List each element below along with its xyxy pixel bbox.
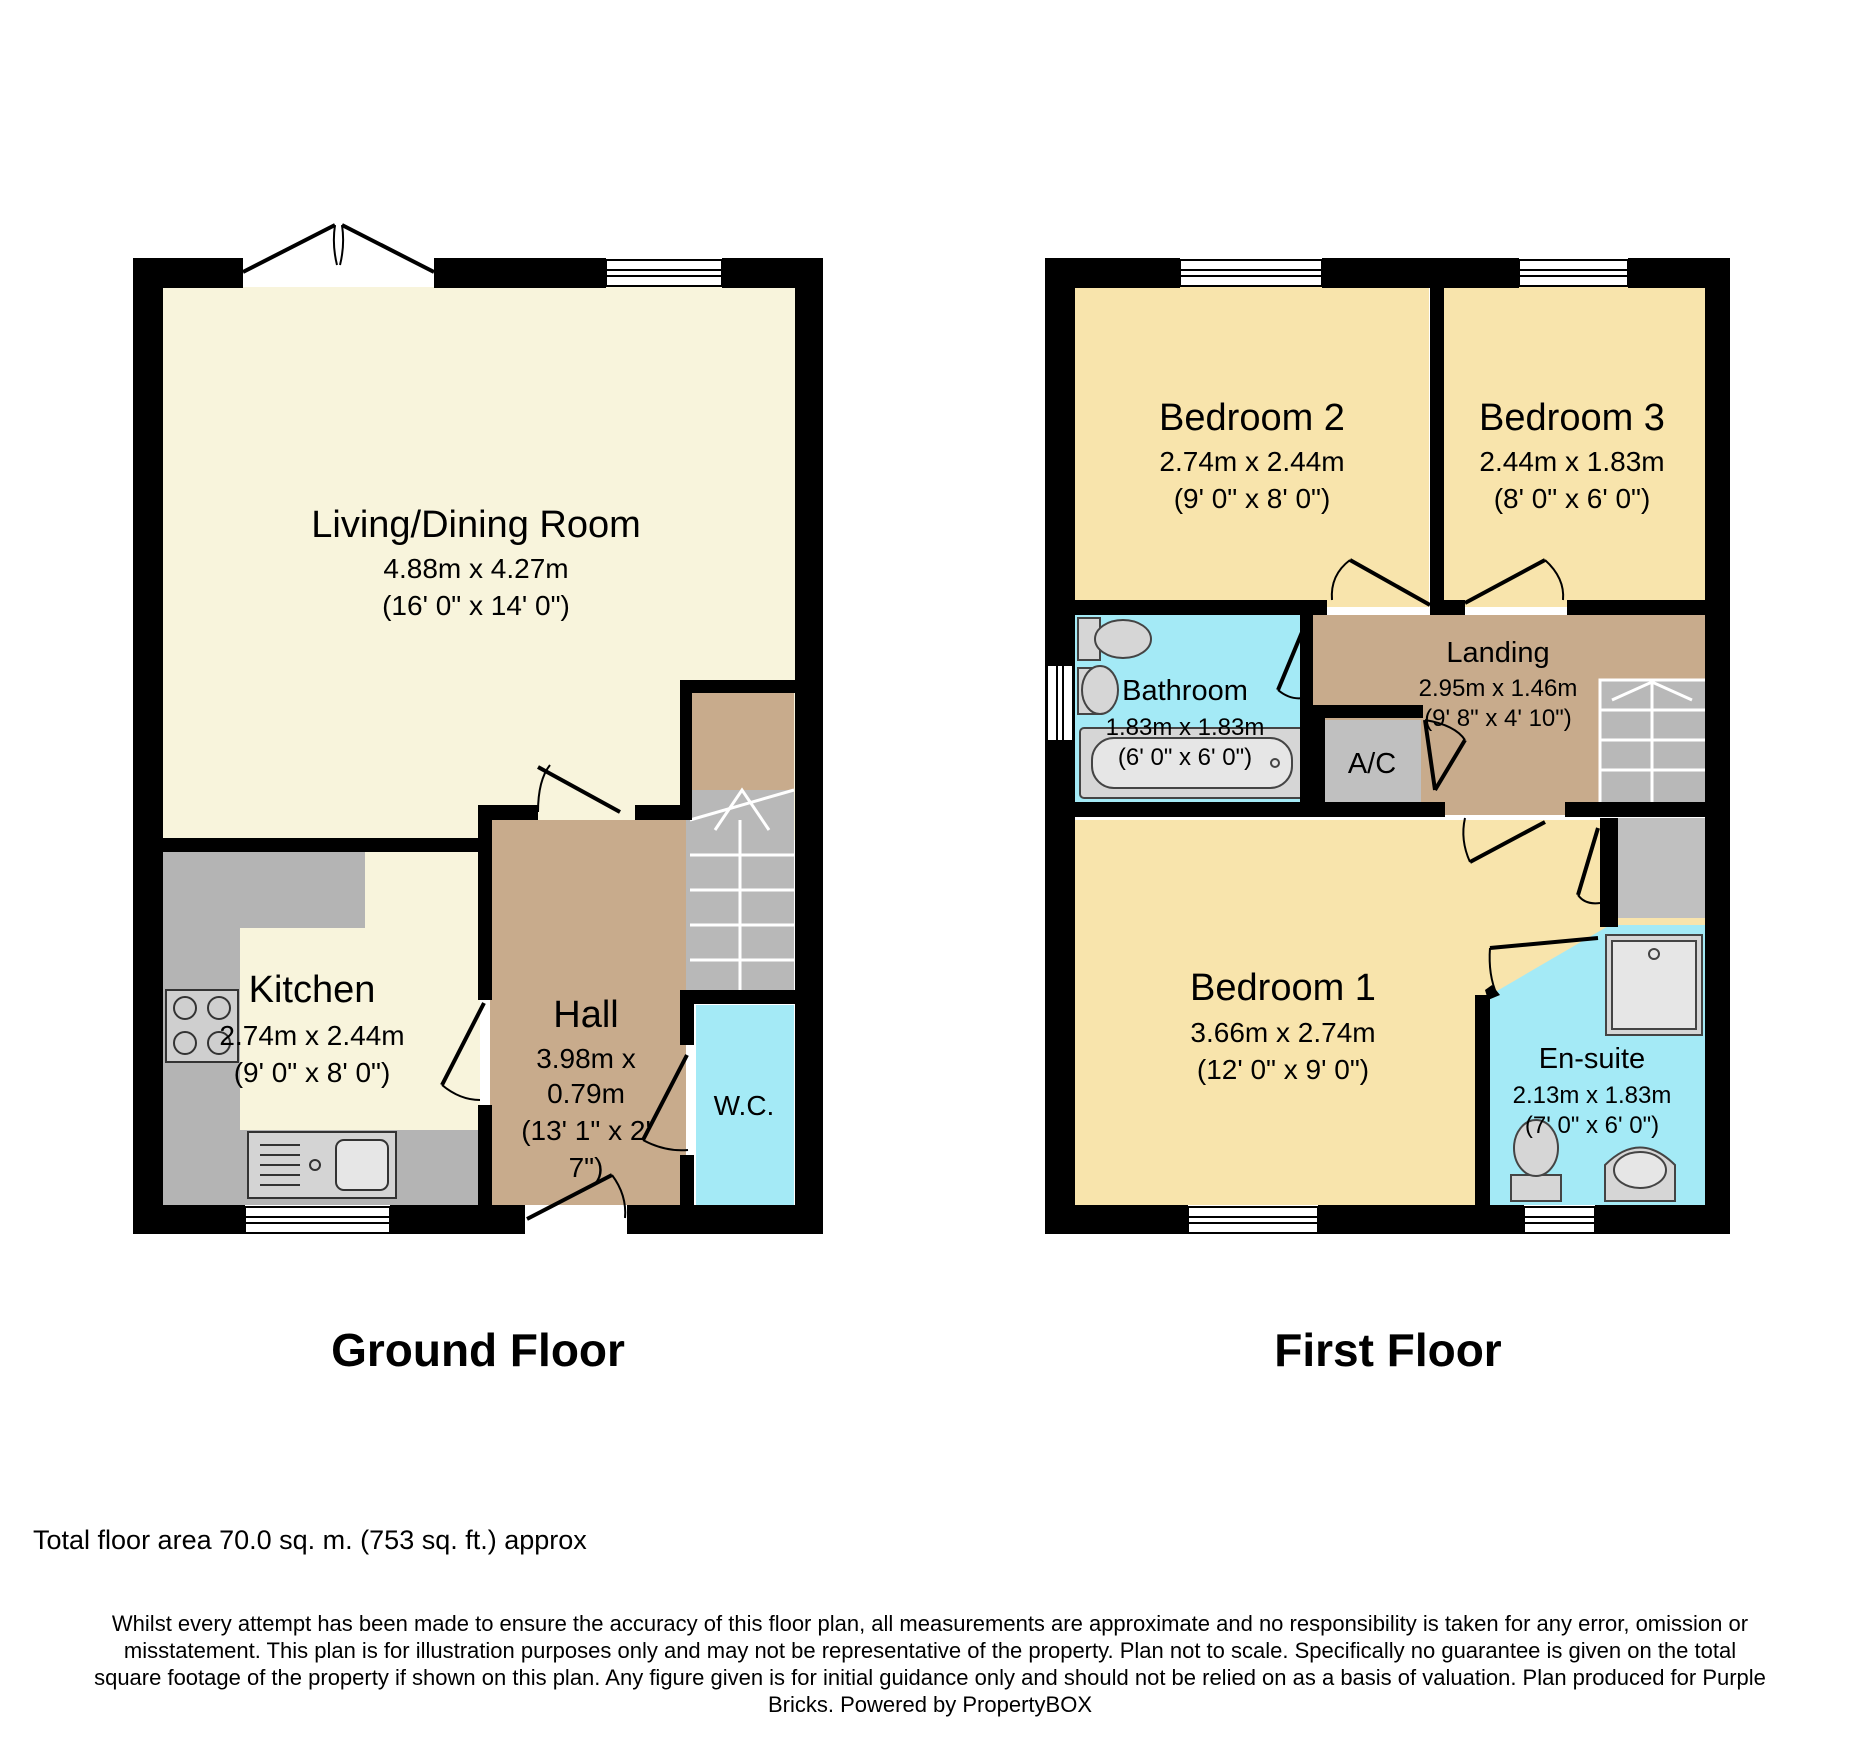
- ground-floor-plan: Living/Dining Room 4.88m x 4.27m (16' 0"…: [133, 223, 823, 1376]
- ac-cupboard: [1323, 720, 1421, 802]
- landing-staircase: [1598, 678, 1709, 807]
- ensuite-toilet: [1510, 1119, 1562, 1202]
- bedroom-3-name: Bedroom 3: [1479, 397, 1665, 439]
- total-floor-area: Total floor area 70.0 sq. m. (753 sq. ft…: [33, 1525, 587, 1555]
- living-room-name: Living/Dining Room: [311, 504, 641, 546]
- ground-floor-windows: [244, 259, 723, 1234]
- ensuite-name: En-suite: [1539, 1043, 1645, 1075]
- ground-floor-doors: [242, 223, 689, 1221]
- bedroom-1-imperial: (12' 0" x 9' 0"): [1197, 1054, 1369, 1085]
- living-room-imperial: (16' 0" x 14' 0"): [382, 590, 570, 621]
- ground-floor-walls: [133, 258, 823, 1234]
- hall-area: [490, 820, 686, 1205]
- disclaimer: Whilst every attempt has been made to en…: [30, 1610, 1830, 1718]
- bedroom-3-area: [1444, 287, 1707, 607]
- hall-metric-line1: 3.98m x: [536, 1043, 636, 1074]
- bedroom-3-imperial: (8' 0" x 6' 0"): [1494, 483, 1651, 514]
- ensuite-imperial: (7' 0" x 6' 0"): [1525, 1112, 1659, 1139]
- ensuite-basin: [1604, 1146, 1676, 1202]
- bath-tub: [1079, 727, 1306, 799]
- bathroom-toilet: [1077, 617, 1152, 715]
- kitchen-name: Kitchen: [249, 969, 376, 1011]
- kitchen-floor-top: [365, 850, 480, 930]
- hob: [165, 989, 239, 1063]
- bedroom-3-metric: 2.44m x 1.83m: [1479, 446, 1664, 477]
- kitchen-metric: 2.74m x 2.44m: [219, 1020, 404, 1051]
- shower-tray: [1605, 934, 1703, 1036]
- hall-imperial-line1: (13' 1" x 2': [521, 1115, 651, 1146]
- bathroom-metric: 1.83m x 1.83m: [1106, 714, 1265, 741]
- bathroom-imperial: (6' 0" x 6' 0"): [1118, 744, 1252, 771]
- ac-name: A/C: [1348, 748, 1396, 780]
- bedroom-2-imperial: (9' 0" x 8' 0"): [1174, 483, 1331, 514]
- kitchen-imperial: (9' 0" x 8' 0"): [234, 1057, 391, 1088]
- kitchen-sink: [247, 1131, 397, 1199]
- wardrobe: [1618, 818, 1707, 918]
- bedroom-2-name: Bedroom 2: [1159, 397, 1345, 439]
- bedroom-1-metric: 3.66m x 2.74m: [1190, 1017, 1375, 1048]
- disclaimer-line-2: misstatement. This plan is for illustrat…: [123, 1638, 1737, 1663]
- disclaimer-line-1: Whilst every attempt has been made to en…: [111, 1611, 1749, 1636]
- bedroom-1-name: Bedroom 1: [1190, 967, 1376, 1009]
- ground-floor-title: Ground Floor: [331, 1324, 625, 1376]
- first-floor-title: First Floor: [1274, 1324, 1502, 1376]
- wc-name: W.C.: [714, 1090, 775, 1121]
- landing-imperial: (9' 8" x 4' 10"): [1424, 705, 1572, 732]
- bedroom-2-area: [1075, 287, 1429, 607]
- understairs-cupboard: [690, 692, 794, 802]
- disclaimer-line-4: Bricks. Powered by PropertyBOX: [767, 1692, 1092, 1717]
- hall-imperial-line2: 7"): [569, 1152, 604, 1183]
- kitchen-floor: [240, 928, 480, 1130]
- bathroom-name: Bathroom: [1122, 675, 1248, 707]
- first-floor-windows: [1046, 259, 1629, 1234]
- disclaimer-line-3: square footage of the property if shown …: [94, 1665, 1766, 1690]
- hall-metric-line2: 0.79m: [547, 1078, 625, 1109]
- first-floor-walls: [1045, 258, 1730, 1234]
- first-floor-plan: Bedroom 2 2.74m x 2.44m (9' 0" x 8' 0") …: [1045, 258, 1730, 1376]
- landing-name: Landing: [1446, 637, 1549, 669]
- living-room-metric: 4.88m x 4.27m: [383, 553, 568, 584]
- landing-metric: 2.95m x 1.46m: [1419, 675, 1578, 702]
- wc-area: [696, 1005, 794, 1205]
- ensuite-metric: 2.13m x 1.83m: [1513, 1082, 1672, 1109]
- first-floor-doors: [1276, 558, 1601, 996]
- bedroom-2-metric: 2.74m x 2.44m: [1159, 446, 1344, 477]
- staircase: [689, 787, 795, 990]
- hall-name: Hall: [553, 994, 618, 1036]
